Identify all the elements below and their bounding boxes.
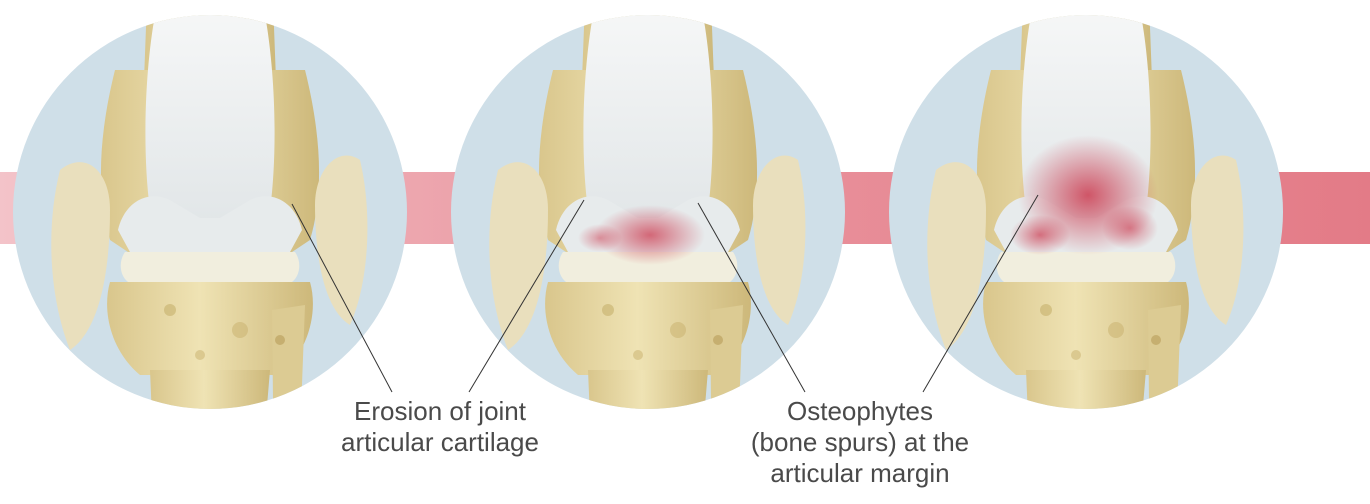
caption-erosion: Erosion of joint articular cartilage	[270, 396, 610, 458]
caption-osteophytes-line-3: articular margin	[690, 458, 1030, 489]
caption-erosion-line-1: Erosion of joint	[270, 396, 610, 427]
caption-osteophytes-line-2: (bone spurs) at the	[690, 427, 1030, 458]
caption-osteophytes: Osteophytes (bone spurs) at the articula…	[690, 396, 1030, 489]
caption-osteophytes-line-1: Osteophytes	[690, 396, 1030, 427]
caption-erosion-line-2: articular cartilage	[270, 427, 610, 458]
